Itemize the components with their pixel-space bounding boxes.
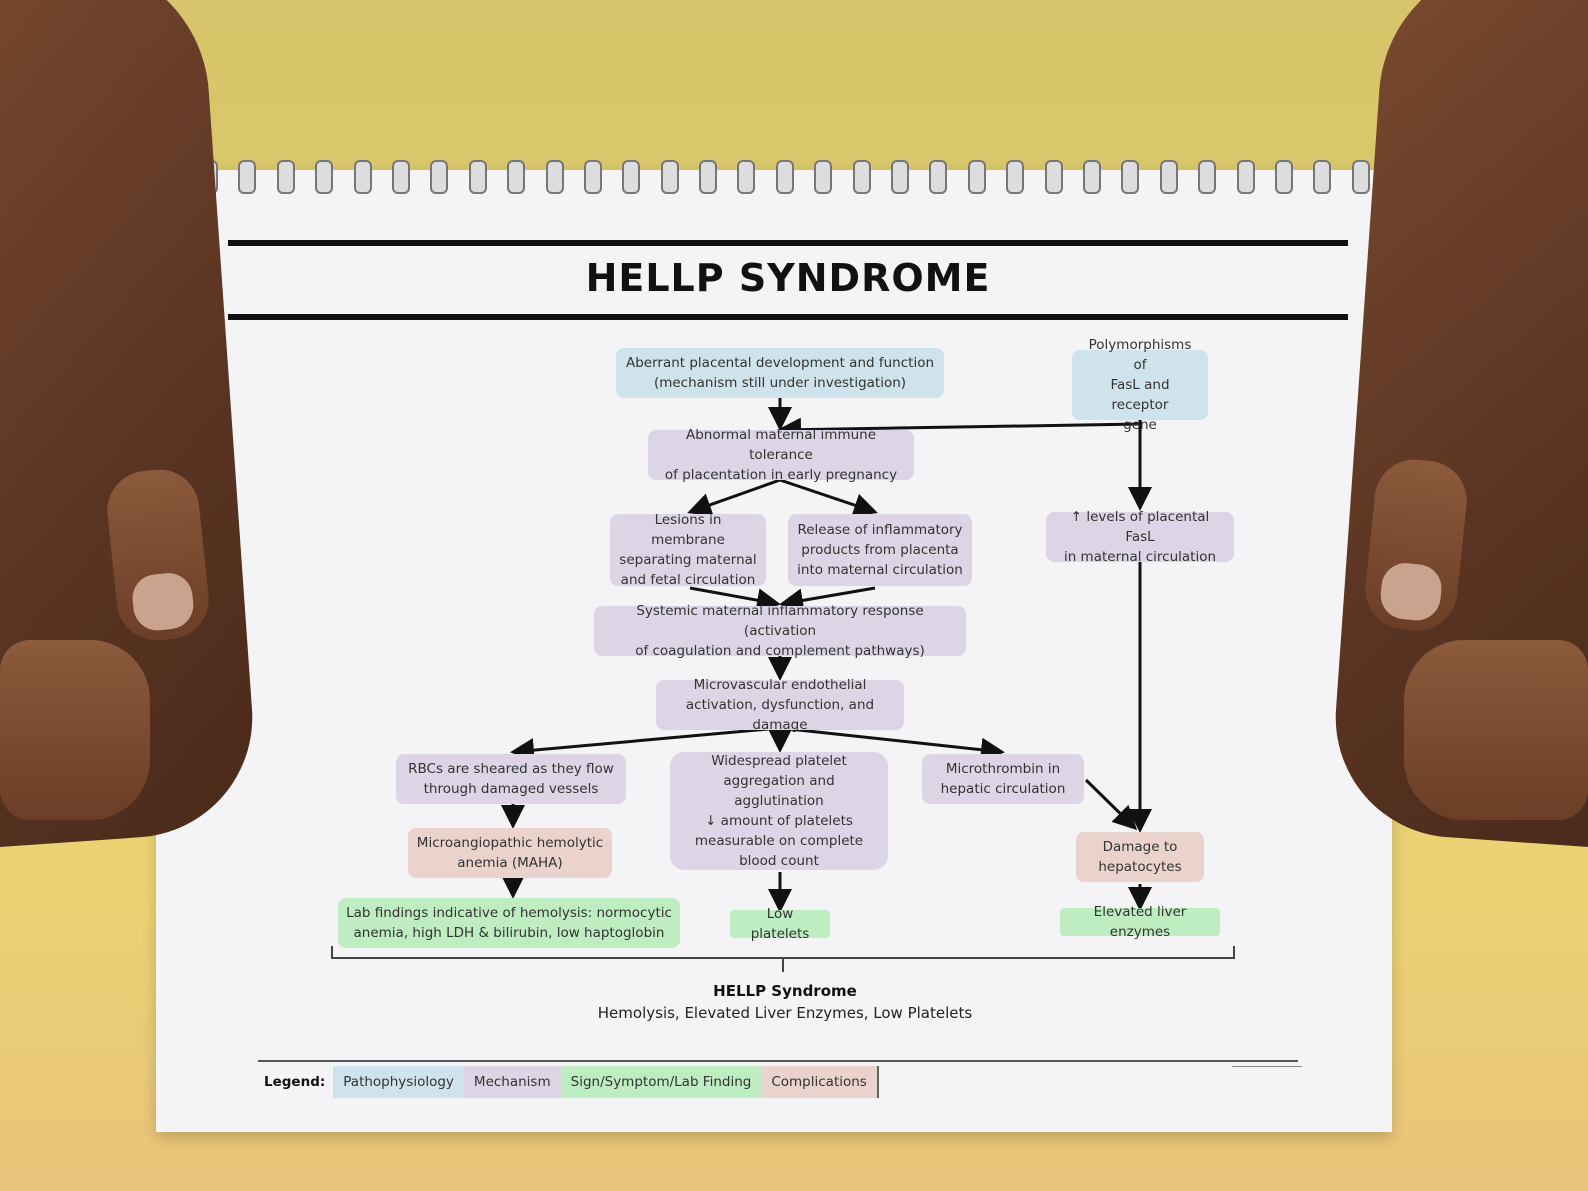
title-rule-bottom — [228, 314, 1348, 320]
page-corner-line — [1232, 1066, 1302, 1067]
legend-item-pathophysiology: Pathophysiology — [333, 1066, 464, 1098]
node-systemic-inflammatory-response: Systemic maternal inflammatory response … — [594, 603, 966, 659]
legend-item-complications: Complications — [761, 1066, 877, 1098]
node-rbc-shearing: RBCs are sheared as they flow through da… — [396, 754, 626, 804]
legend-label: Legend: — [264, 1074, 326, 1090]
arrow-microvascular-rbcs — [510, 726, 781, 763]
node-maha: Microangiopathic hemolytic anemia (MAHA) — [408, 828, 612, 878]
node-hepatocyte-damage: Damage to hepatocytes — [1076, 832, 1204, 882]
title-rule-top — [228, 240, 1348, 246]
arrow-microvascular-microthrombin — [779, 726, 1005, 762]
node-aberrant-placental-development: Aberrant placental development and funct… — [616, 348, 944, 398]
arrow-release-systemic — [779, 586, 876, 613]
summary-subtitle: Hemolysis, Elevated Liver Enzymes, Low P… — [597, 1004, 973, 1022]
arrow-lesions-systemic — [689, 586, 781, 613]
legend: Legend: Pathophysiology Mechanism Sign/S… — [264, 1066, 879, 1098]
node-platelet-aggregation: Widespread platelet aggregation and aggl… — [670, 752, 888, 870]
node-fasl-levels: ↑ levels of placental FasL in maternal c… — [1046, 509, 1234, 565]
node-fasl-polymorphisms: Polymorphisms of FasL and receptor gene — [1072, 337, 1208, 433]
legend-end-divider — [876, 1066, 879, 1098]
node-immune-tolerance: Abnormal maternal immune tolerance of pl… — [648, 427, 914, 483]
arrow-tolerance-lesions — [687, 478, 781, 517]
node-microvascular-damage: Microvascular endothelial activation, dy… — [656, 677, 904, 733]
node-elevated-liver-enzymes: Elevated liver enzymes — [1060, 904, 1220, 940]
summary-title: HELLP Syndrome — [713, 982, 857, 1000]
node-inflammatory-release: Release of inflammatory products from pl… — [788, 514, 972, 586]
node-membrane-lesions: Lesions in membrane separating maternal … — [610, 512, 766, 588]
arrow-tolerance-release — [779, 478, 878, 517]
spiral-binding — [200, 160, 1370, 202]
legend-rule — [258, 1060, 1298, 1062]
page-title: HELLP SYNDROME — [585, 256, 991, 300]
left-fingers — [0, 640, 150, 820]
legend-item-mechanism: Mechanism — [463, 1066, 561, 1098]
arrow-microthrombin-damage — [1084, 778, 1138, 831]
legend-item-sign-symptom: Sign/Symptom/Lab Finding — [560, 1066, 762, 1098]
node-hemolysis-lab-findings: Lab findings indicative of hemolysis: no… — [338, 898, 680, 948]
node-low-platelets: Low platelets — [730, 906, 830, 942]
node-hepatic-microthrombin: Microthrombin in hepatic circulation — [922, 754, 1084, 804]
right-fingers — [1404, 640, 1588, 820]
